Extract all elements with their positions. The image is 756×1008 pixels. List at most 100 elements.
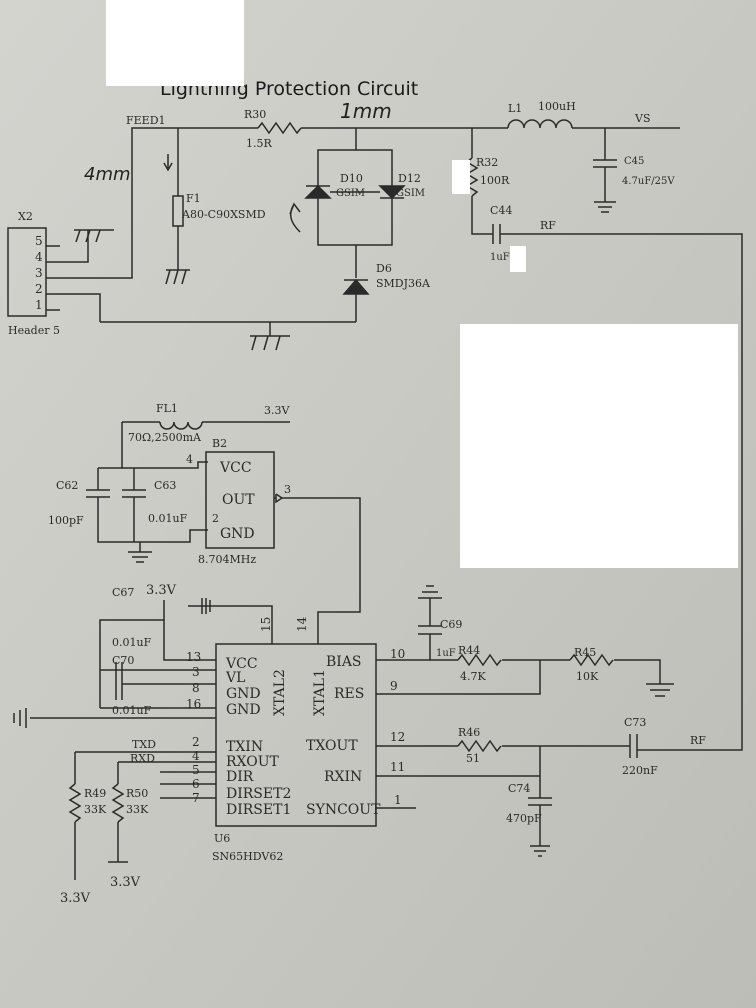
protection-section (7, 119, 743, 751)
x2-header (7, 227, 47, 317)
b2-oscillator (205, 451, 275, 549)
v33-label-d: 3.3V (60, 891, 91, 906)
d12-ref: D12 (398, 172, 421, 185)
feed-net-label: FEED1 (126, 114, 166, 127)
u6-left-pin-name: GND (226, 686, 261, 702)
u6-left-pin-num: 8 (192, 681, 200, 695)
redactions (106, 0, 738, 568)
u6-left-pin-num: 7 (192, 791, 200, 805)
x2-ref: X2 (18, 210, 33, 223)
d6-value: SMDJ36A (376, 277, 431, 290)
x2-value: Header 5 (8, 324, 60, 337)
u6-left-pin-name: TXIN (226, 739, 263, 755)
u6-left-pin-num: 3 (192, 665, 200, 679)
r50-value: 33K (126, 803, 149, 816)
u6-left-pin-name: DIR (226, 769, 254, 785)
c62-value: 100pF (48, 514, 84, 527)
u6-top-pin-name: XTAL1 (312, 669, 328, 716)
fl1-ferrite (159, 421, 203, 430)
x2-pin-3: 3 (35, 266, 43, 280)
r45-value: 10K (576, 670, 599, 683)
b2-pin2-num: 2 (212, 512, 219, 525)
u6-left-pin-num: 4 (192, 749, 200, 763)
c44-value: 1uF (490, 252, 510, 263)
u6-right-pin-num: 12 (390, 730, 405, 744)
oscillator-section (86, 421, 361, 640)
c73-value: 220nF (622, 764, 658, 777)
v33-label-a: 3.3V (264, 404, 290, 417)
u6-top-pin-name: XTAL2 (272, 669, 288, 716)
fl1-ref: FL1 (156, 402, 178, 415)
u6-right-pin-name: RXIN (324, 769, 362, 785)
r50-resistor (111, 783, 125, 823)
r44-value: 4.7K (460, 670, 486, 683)
u6-right-pin-num: 9 (390, 679, 398, 693)
c74-ref: C74 (508, 782, 530, 795)
u6-value: SN65HDV62 (212, 850, 283, 863)
d10-value: GSIM (336, 188, 365, 199)
r44-resistor (457, 653, 502, 667)
u6-left-pin-name: DIRSET2 (226, 786, 291, 802)
u6-ref: U6 (214, 832, 230, 845)
f1-value: A80-C90XSMD (181, 208, 266, 221)
u6-right-pin-name: TXOUT (306, 738, 358, 754)
r30-resistor (257, 121, 302, 135)
b2-ref: B2 (212, 437, 227, 450)
u6-chip (215, 643, 377, 827)
r32-ref: R32 (476, 156, 498, 169)
redaction-c44-tag (510, 246, 526, 272)
b2-pin-out: OUT (222, 492, 255, 508)
c69-ref: C69 (440, 618, 462, 631)
u6-right-pin-num: 11 (390, 760, 405, 774)
x2-pin-1: 1 (35, 298, 43, 312)
u6-top-pin-num: 15 (259, 617, 273, 632)
x2-pin-4: 4 (35, 250, 43, 264)
rxd-net-label: RXD (130, 752, 155, 765)
c45-ref: C45 (624, 156, 644, 167)
d12-value: GSIM (396, 188, 425, 199)
r30-value: 1.5R (246, 137, 272, 150)
r45-resistor (569, 653, 614, 667)
b2-pin4-num: 4 (186, 453, 193, 466)
v33-label-c: 3.3V (110, 875, 141, 890)
c70-value-a: 0.01uF (112, 636, 152, 649)
x2-pin-5: 5 (35, 234, 43, 248)
u6-left-pin-name: DIRSET1 (226, 802, 291, 818)
b2-value: 8.704MHz (198, 553, 256, 566)
r30-ref: R30 (244, 108, 266, 121)
u6-left-pin-num: 13 (186, 650, 201, 664)
r46-ref: R46 (458, 726, 480, 739)
transceiver-section (13, 585, 674, 880)
b2-pin-vcc: VCC (219, 460, 252, 476)
u6-right-pin-name: RES (334, 686, 364, 702)
u6-right-pin-name: SYNCOUT (306, 802, 381, 818)
c44-ref: C44 (490, 204, 512, 217)
txd-net-label: TXD (132, 738, 156, 751)
d12-diode (378, 185, 406, 200)
f1-ref: F1 (186, 192, 201, 205)
r45-ref: R45 (574, 646, 596, 659)
d10-ref: D10 (340, 172, 363, 185)
c70-value-b: 0.01uF (112, 704, 152, 717)
r49-value: 33K (84, 803, 107, 816)
r49-ref: R49 (84, 787, 106, 800)
c73-ref: C73 (624, 716, 646, 729)
r46-resistor (457, 739, 502, 753)
c62-ref: C62 (56, 479, 78, 492)
handwritten-1mm: 1mm (340, 99, 392, 123)
l1-value: 100uH (538, 100, 576, 113)
b2-pin3-num: 3 (284, 483, 291, 496)
l1-ref: L1 (508, 102, 522, 115)
r50-ref: R50 (126, 787, 148, 800)
handwritten-4mm: 4mm (84, 164, 131, 185)
r44-ref: R44 (458, 644, 480, 657)
u6-left-pin-num: 6 (192, 777, 200, 791)
r32-value: 100R (480, 174, 510, 187)
r49-resistor (68, 783, 82, 823)
c63-value: 0.01uF (148, 512, 188, 525)
v33-label-b: 3.3V (146, 583, 177, 598)
u6-right-pin-num: 1 (394, 793, 402, 807)
rf-net-label-top: RF (540, 219, 556, 232)
redaction-top-left (106, 0, 244, 86)
